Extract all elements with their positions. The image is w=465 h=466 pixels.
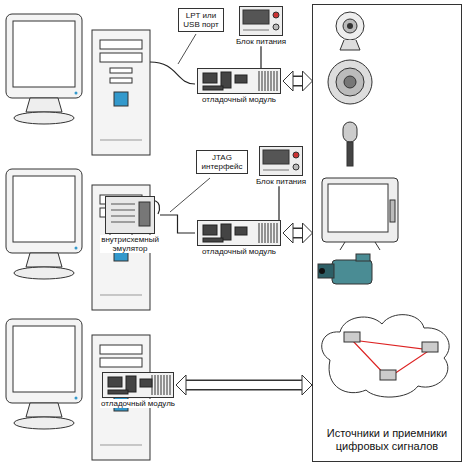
- board-picture: [197, 68, 281, 94]
- power-supply: Блок питания: [250, 146, 312, 186]
- microphone-icon: [343, 122, 357, 166]
- signal-panel: Источники и приемники цифровых сигналов: [312, 4, 462, 462]
- debug-board: отладочный модуль: [195, 68, 283, 104]
- webcam-icon: [336, 12, 364, 50]
- in-circuit-emulator: внутрисхемный эмулятор: [100, 196, 160, 253]
- tv-icon: [322, 178, 398, 250]
- usb-cable: [150, 62, 195, 84]
- interface-callout: JTAG интерфейс: [196, 150, 248, 174]
- network-cloud: [322, 315, 449, 397]
- node-label: отладочный модуль: [201, 247, 277, 256]
- leader-line: [178, 34, 196, 64]
- cable: [279, 186, 280, 220]
- power-supply-picture: [259, 146, 303, 176]
- arrow-outline: [186, 380, 302, 391]
- debug-board: отладочный модуль: [100, 372, 176, 408]
- node-label: Блок питания: [235, 37, 287, 46]
- cable-line: [278, 186, 279, 220]
- arrow-outline: [293, 76, 303, 87]
- node-label: Источники и приемники цифровых сигналов: [317, 427, 457, 453]
- emulator-picture: [105, 196, 155, 234]
- board-picture: [197, 220, 281, 246]
- node-label: LPT или USB порт: [181, 11, 221, 29]
- debug-board: отладочный модуль: [195, 220, 283, 256]
- arrow-body: [293, 77, 303, 85]
- cable: [261, 46, 262, 68]
- camcorder-icon: [318, 254, 372, 284]
- node-label: отладочный модуль: [201, 95, 277, 104]
- speaker-icon: [328, 60, 372, 104]
- arrow-body: [186, 381, 302, 389]
- data-arrow: [186, 385, 302, 386]
- node-label: внутрисхемный эмулятор: [100, 235, 160, 253]
- node-label: отладочный модуль: [100, 399, 176, 408]
- arrow-outline: [293, 228, 303, 239]
- data-arrow: [293, 233, 303, 234]
- computer: [6, 14, 150, 155]
- power-supply: Блок питания: [230, 6, 292, 46]
- cable-line: [260, 46, 261, 68]
- board-picture: [102, 372, 174, 398]
- leader-line: [170, 178, 210, 212]
- computer: [6, 319, 150, 460]
- node-label: Блок питания: [255, 177, 307, 186]
- power-supply-picture: [239, 6, 283, 36]
- data-arrow: [293, 81, 303, 82]
- arrow-body: [293, 229, 303, 237]
- interface-callout: LPT или USB порт: [178, 8, 224, 32]
- cable: [160, 215, 195, 233]
- cable-line: [160, 215, 195, 233]
- node-label: JTAG интерфейс: [199, 153, 245, 171]
